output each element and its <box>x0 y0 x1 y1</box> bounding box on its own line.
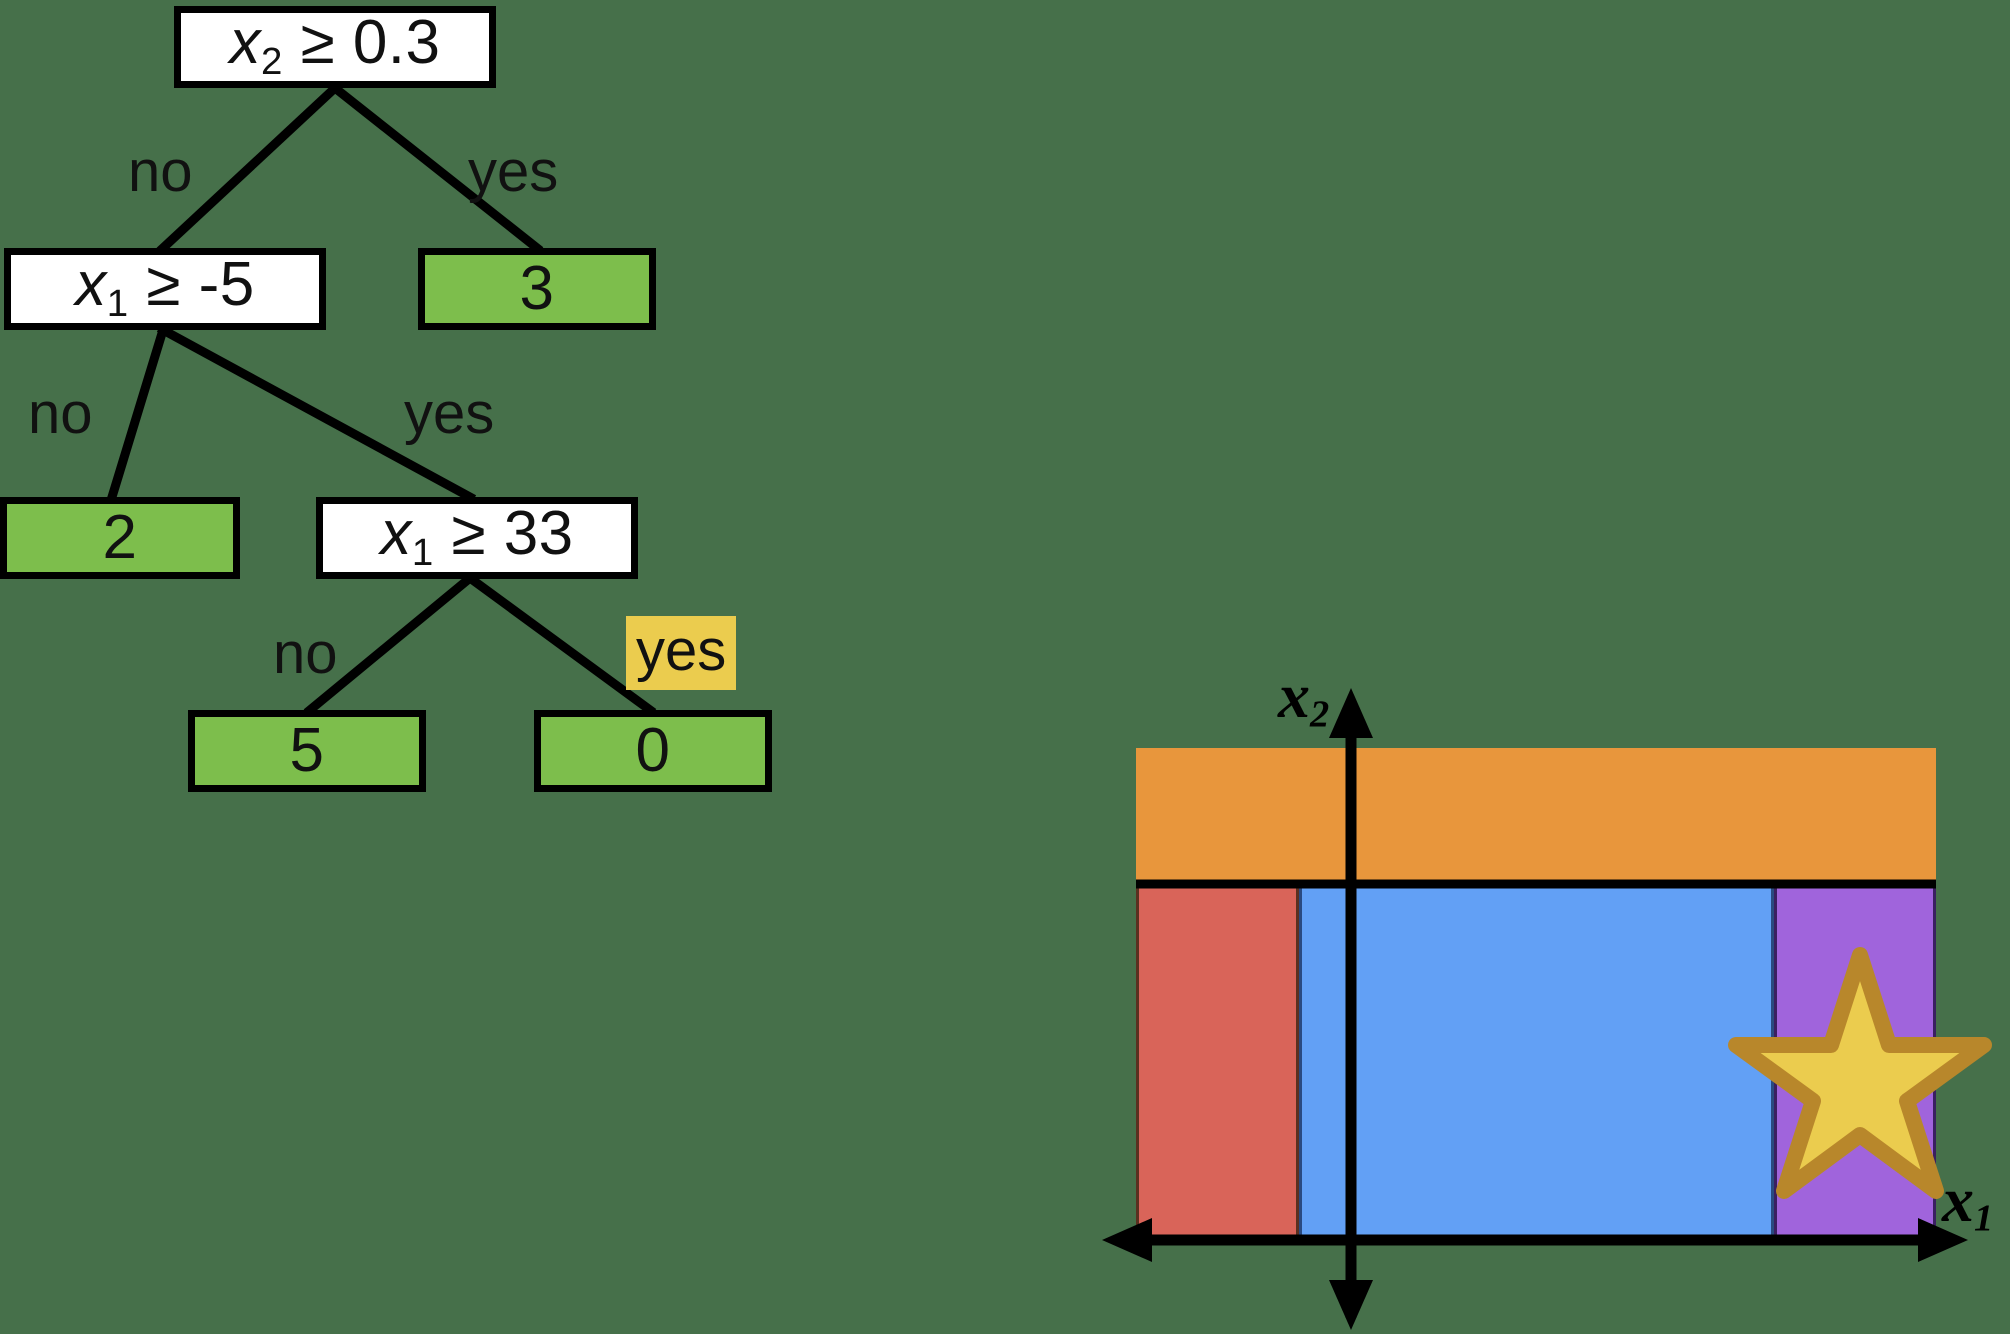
tree-leaf-0-label: 0 <box>635 716 671 785</box>
n2-threshold: 33 <box>503 499 574 569</box>
region-blue-leaf5[interactable] <box>1299 884 1774 1240</box>
n1-var-subscript: 1 <box>106 282 129 326</box>
axis-label-x2-sub: 2 <box>1310 693 1330 736</box>
edge-label-root-no: no <box>128 139 193 204</box>
tree-node-x1-ge-33-label: x1 ≥ 33 <box>380 499 574 575</box>
axis-label-x1-var: x <box>1942 1164 1974 1235</box>
edge-label-n2-yes[interactable]: yes <box>626 616 737 690</box>
n1-threshold: -5 <box>198 250 255 320</box>
tree-node-x1-ge-neg5[interactable]: x1 ≥ -5 <box>4 248 326 330</box>
axis-label-x1: x1 <box>1942 1168 1993 1238</box>
edge-label-n1-no: no <box>28 381 93 446</box>
tree-leaf-2[interactable]: 2 <box>0 497 240 579</box>
tree-node-root-label: x2 ≥ 0.3 <box>229 8 441 84</box>
tree-leaf-5[interactable]: 5 <box>188 710 426 792</box>
axis-label-x2: x2 <box>1278 664 1329 734</box>
tree-leaf-2-label: 2 <box>102 503 138 572</box>
n1-operator: ≥ <box>146 250 181 320</box>
n2-operator: ≥ <box>451 499 486 569</box>
tree-leaf-0[interactable]: 0 <box>534 710 772 792</box>
region-orange-leaf3[interactable] <box>1136 748 1936 884</box>
axis-label-x2-var: x <box>1278 660 1310 731</box>
edge-label-n2-no: no <box>273 621 338 686</box>
tree-leaf-3-label: 3 <box>519 254 555 323</box>
tree-leaf-3[interactable]: 3 <box>418 248 656 330</box>
tree-node-x1-ge-neg5-label: x1 ≥ -5 <box>75 250 255 326</box>
edge-label-n1-yes: yes <box>404 381 495 446</box>
edge-label-root-yes: yes <box>468 139 559 204</box>
tree-node-x1-ge-33[interactable]: x1 ≥ 33 <box>316 497 638 579</box>
n2-var-subscript: 1 <box>411 531 434 575</box>
root-var-subscript: 2 <box>260 40 283 84</box>
tree-leaf-5-label: 5 <box>289 716 325 785</box>
region-red-leaf2[interactable] <box>1136 884 1299 1240</box>
region-purple-leaf0[interactable] <box>1774 884 1936 1240</box>
axis-label-x1-sub: 1 <box>1974 1197 1994 1240</box>
tree-node-root[interactable]: x2 ≥ 0.3 <box>174 6 496 88</box>
root-operator: ≥ <box>300 8 336 78</box>
root-threshold: 0.3 <box>352 8 441 78</box>
